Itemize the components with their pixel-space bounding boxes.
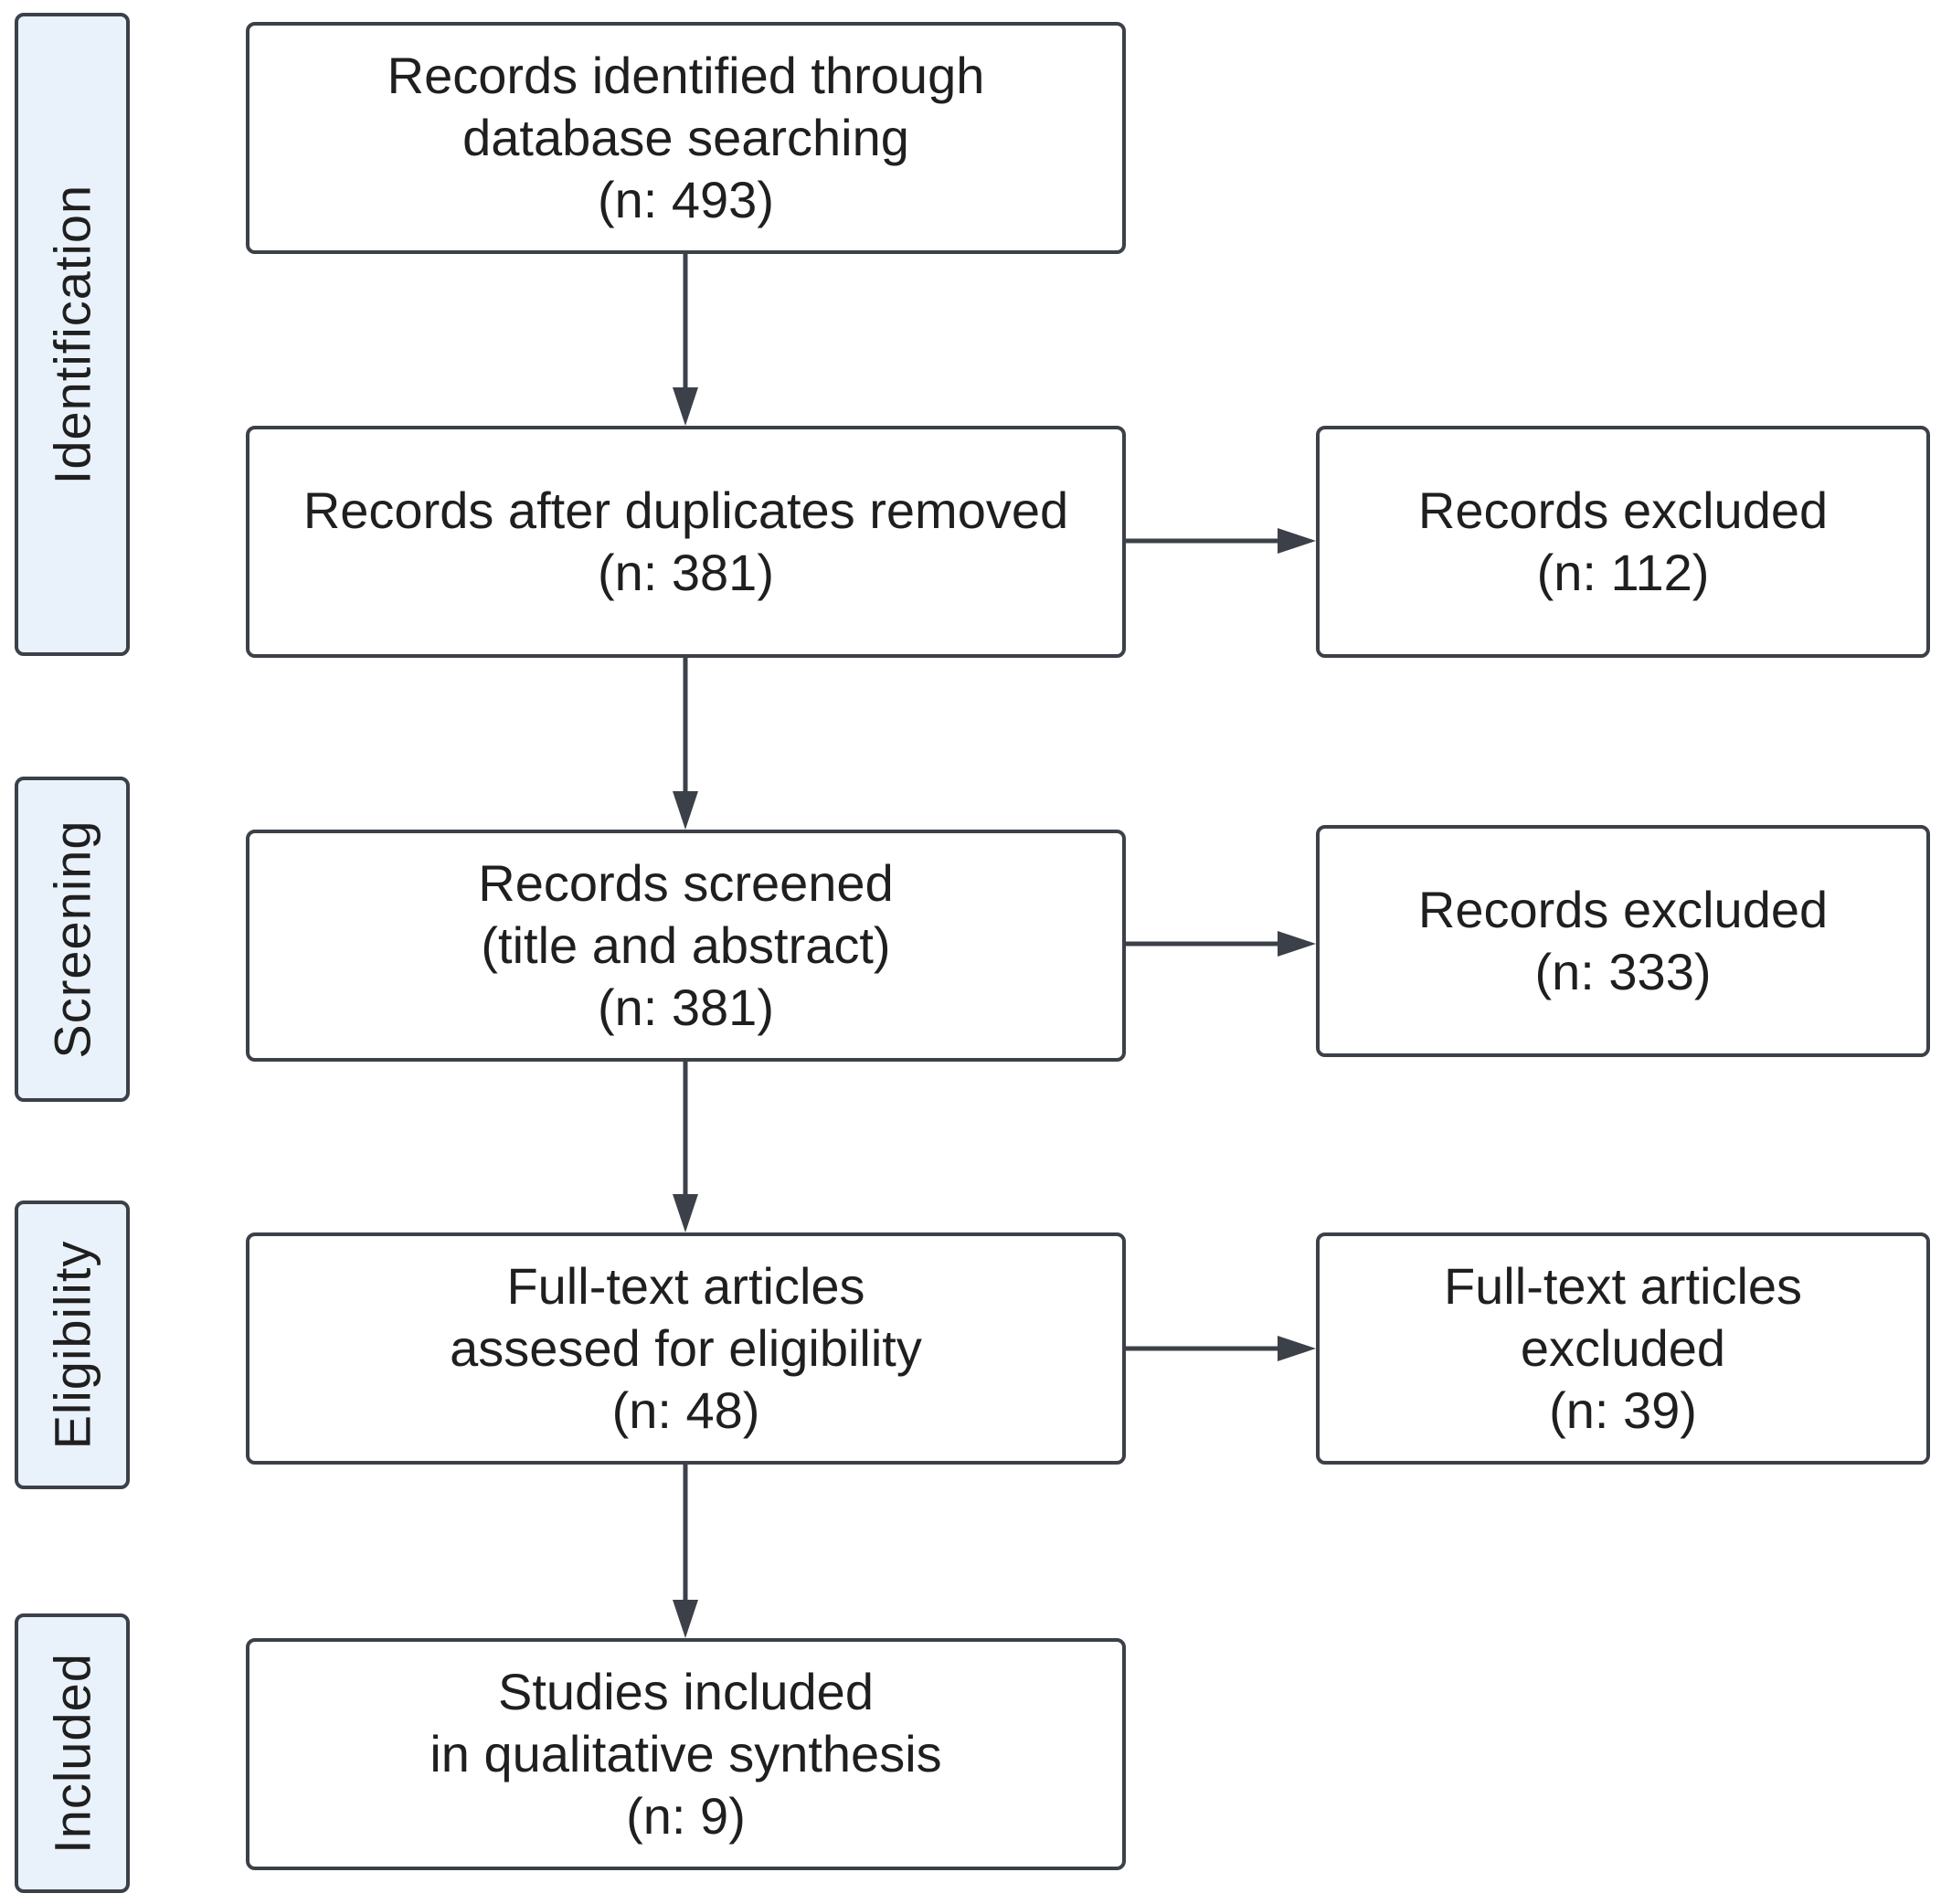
arrow-screened-to-excluded [1126,931,1316,957]
stage-screening: Screening [15,777,130,1102]
box-records-excluded-duplicates-text: Records excluded (n: 112) [1417,481,1829,601]
box-fulltext-assessed-text: Full-text articles assesed for eligibili… [450,1257,922,1439]
arrow-screened-to-fulltext [673,1062,698,1232]
box-records-screened: Records screened (title and abstract) (n… [246,830,1126,1062]
box-records-excluded-screening: Records excluded (n: 333) [1316,825,1930,1057]
box-studies-included: Studies included in qualitative synthesi… [246,1638,1126,1870]
box-records-excluded-screening-text: Records excluded (n: 333) [1417,881,1829,1000]
arrow-fulltext-to-included [673,1465,698,1638]
arrow-identified-to-duplicates [673,254,698,426]
stage-included: Included [15,1613,130,1893]
box-fulltext-assessed: Full-text articles assesed for eligibili… [246,1232,1126,1465]
box-records-identified: Records identified through database sear… [246,22,1126,254]
box-fulltext-excluded-text: Full-text articles excluded (n: 39) [1443,1257,1803,1439]
box-records-after-duplicates: Records after duplicates removed (n: 381… [246,426,1126,658]
box-records-screened-text: Records screened (title and abstract) (n… [478,854,894,1036]
arrow-fulltext-to-excluded [1126,1336,1316,1361]
box-fulltext-excluded: Full-text articles excluded (n: 39) [1316,1232,1930,1465]
box-records-excluded-duplicates: Records excluded (n: 112) [1316,426,1930,658]
box-studies-included-text: Studies included in qualitative synthesi… [430,1663,942,1845]
box-records-after-duplicates-text: Records after duplicates removed (n: 381… [302,481,1069,601]
stage-identification: Identification [15,13,130,656]
arrow-duplicates-to-excluded [1126,528,1316,554]
arrow-duplicates-to-screened [673,658,698,830]
box-records-identified-text: Records identified through database sear… [387,47,985,228]
stage-eligibility: Eligibility [15,1201,130,1489]
